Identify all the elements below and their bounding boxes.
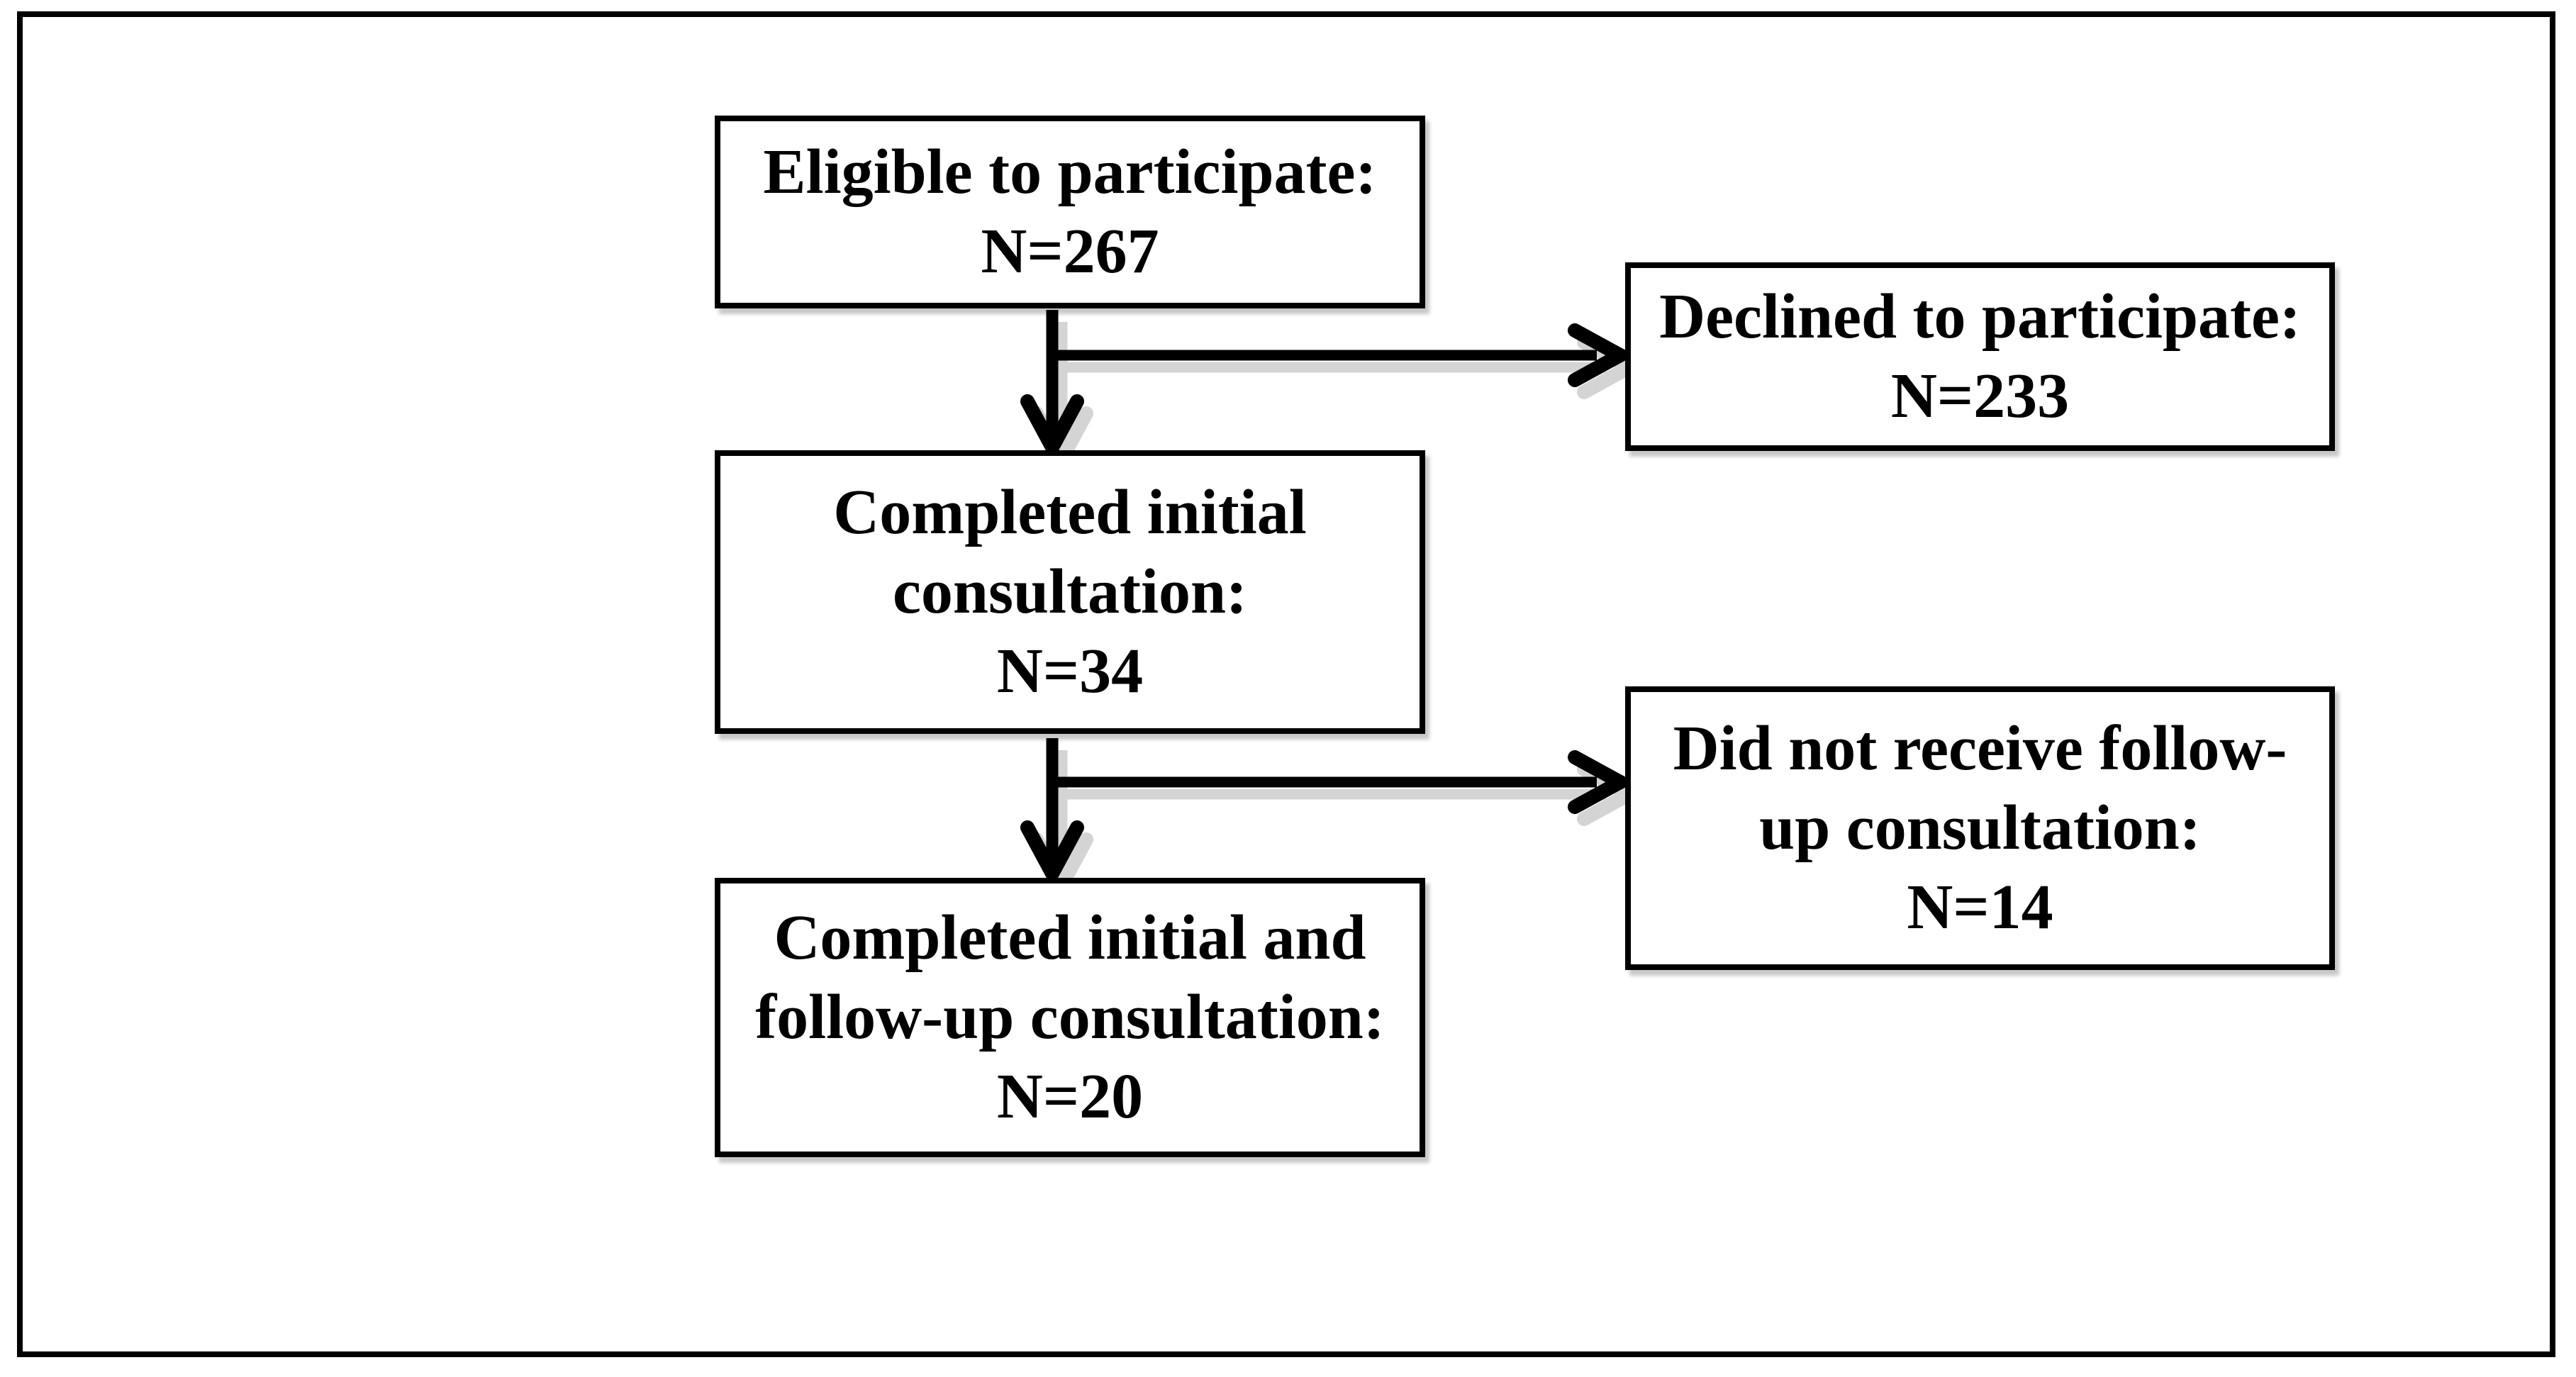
flow-box-completed-both-text: Completed initial and follow-up consulta… bbox=[755, 903, 1385, 1132]
arrow-completed-initial-to-completed-both-head bbox=[1020, 820, 1084, 889]
arrow-eligible-to-completed-initial-head bbox=[1020, 394, 1084, 463]
arrow-eligible-to-declined-head bbox=[1568, 323, 1635, 387]
flow-box-no-followup-text: Did not receive follow- up consultation:… bbox=[1673, 713, 2287, 942]
flow-box-completed-initial-text: Completed initial consultation: N=34 bbox=[833, 477, 1307, 706]
arrow-completed-initial-to-no-followup-head bbox=[1568, 750, 1635, 814]
flow-box-declined: Declined to participate: N=233 bbox=[1625, 262, 2335, 451]
flow-box-eligible-text: Eligible to participate: N=267 bbox=[763, 137, 1377, 286]
figure-outer-border bbox=[17, 11, 2555, 1357]
flow-box-completed-initial: Completed initial consultation: N=34 bbox=[715, 450, 1425, 734]
flow-box-completed-both: Completed initial and follow-up consulta… bbox=[715, 878, 1425, 1157]
flow-box-declined-text: Declined to participate: N=233 bbox=[1659, 281, 2301, 431]
flow-box-eligible: Eligible to participate: N=267 bbox=[715, 116, 1425, 308]
flow-box-no-followup: Did not receive follow- up consultation:… bbox=[1625, 686, 2335, 970]
